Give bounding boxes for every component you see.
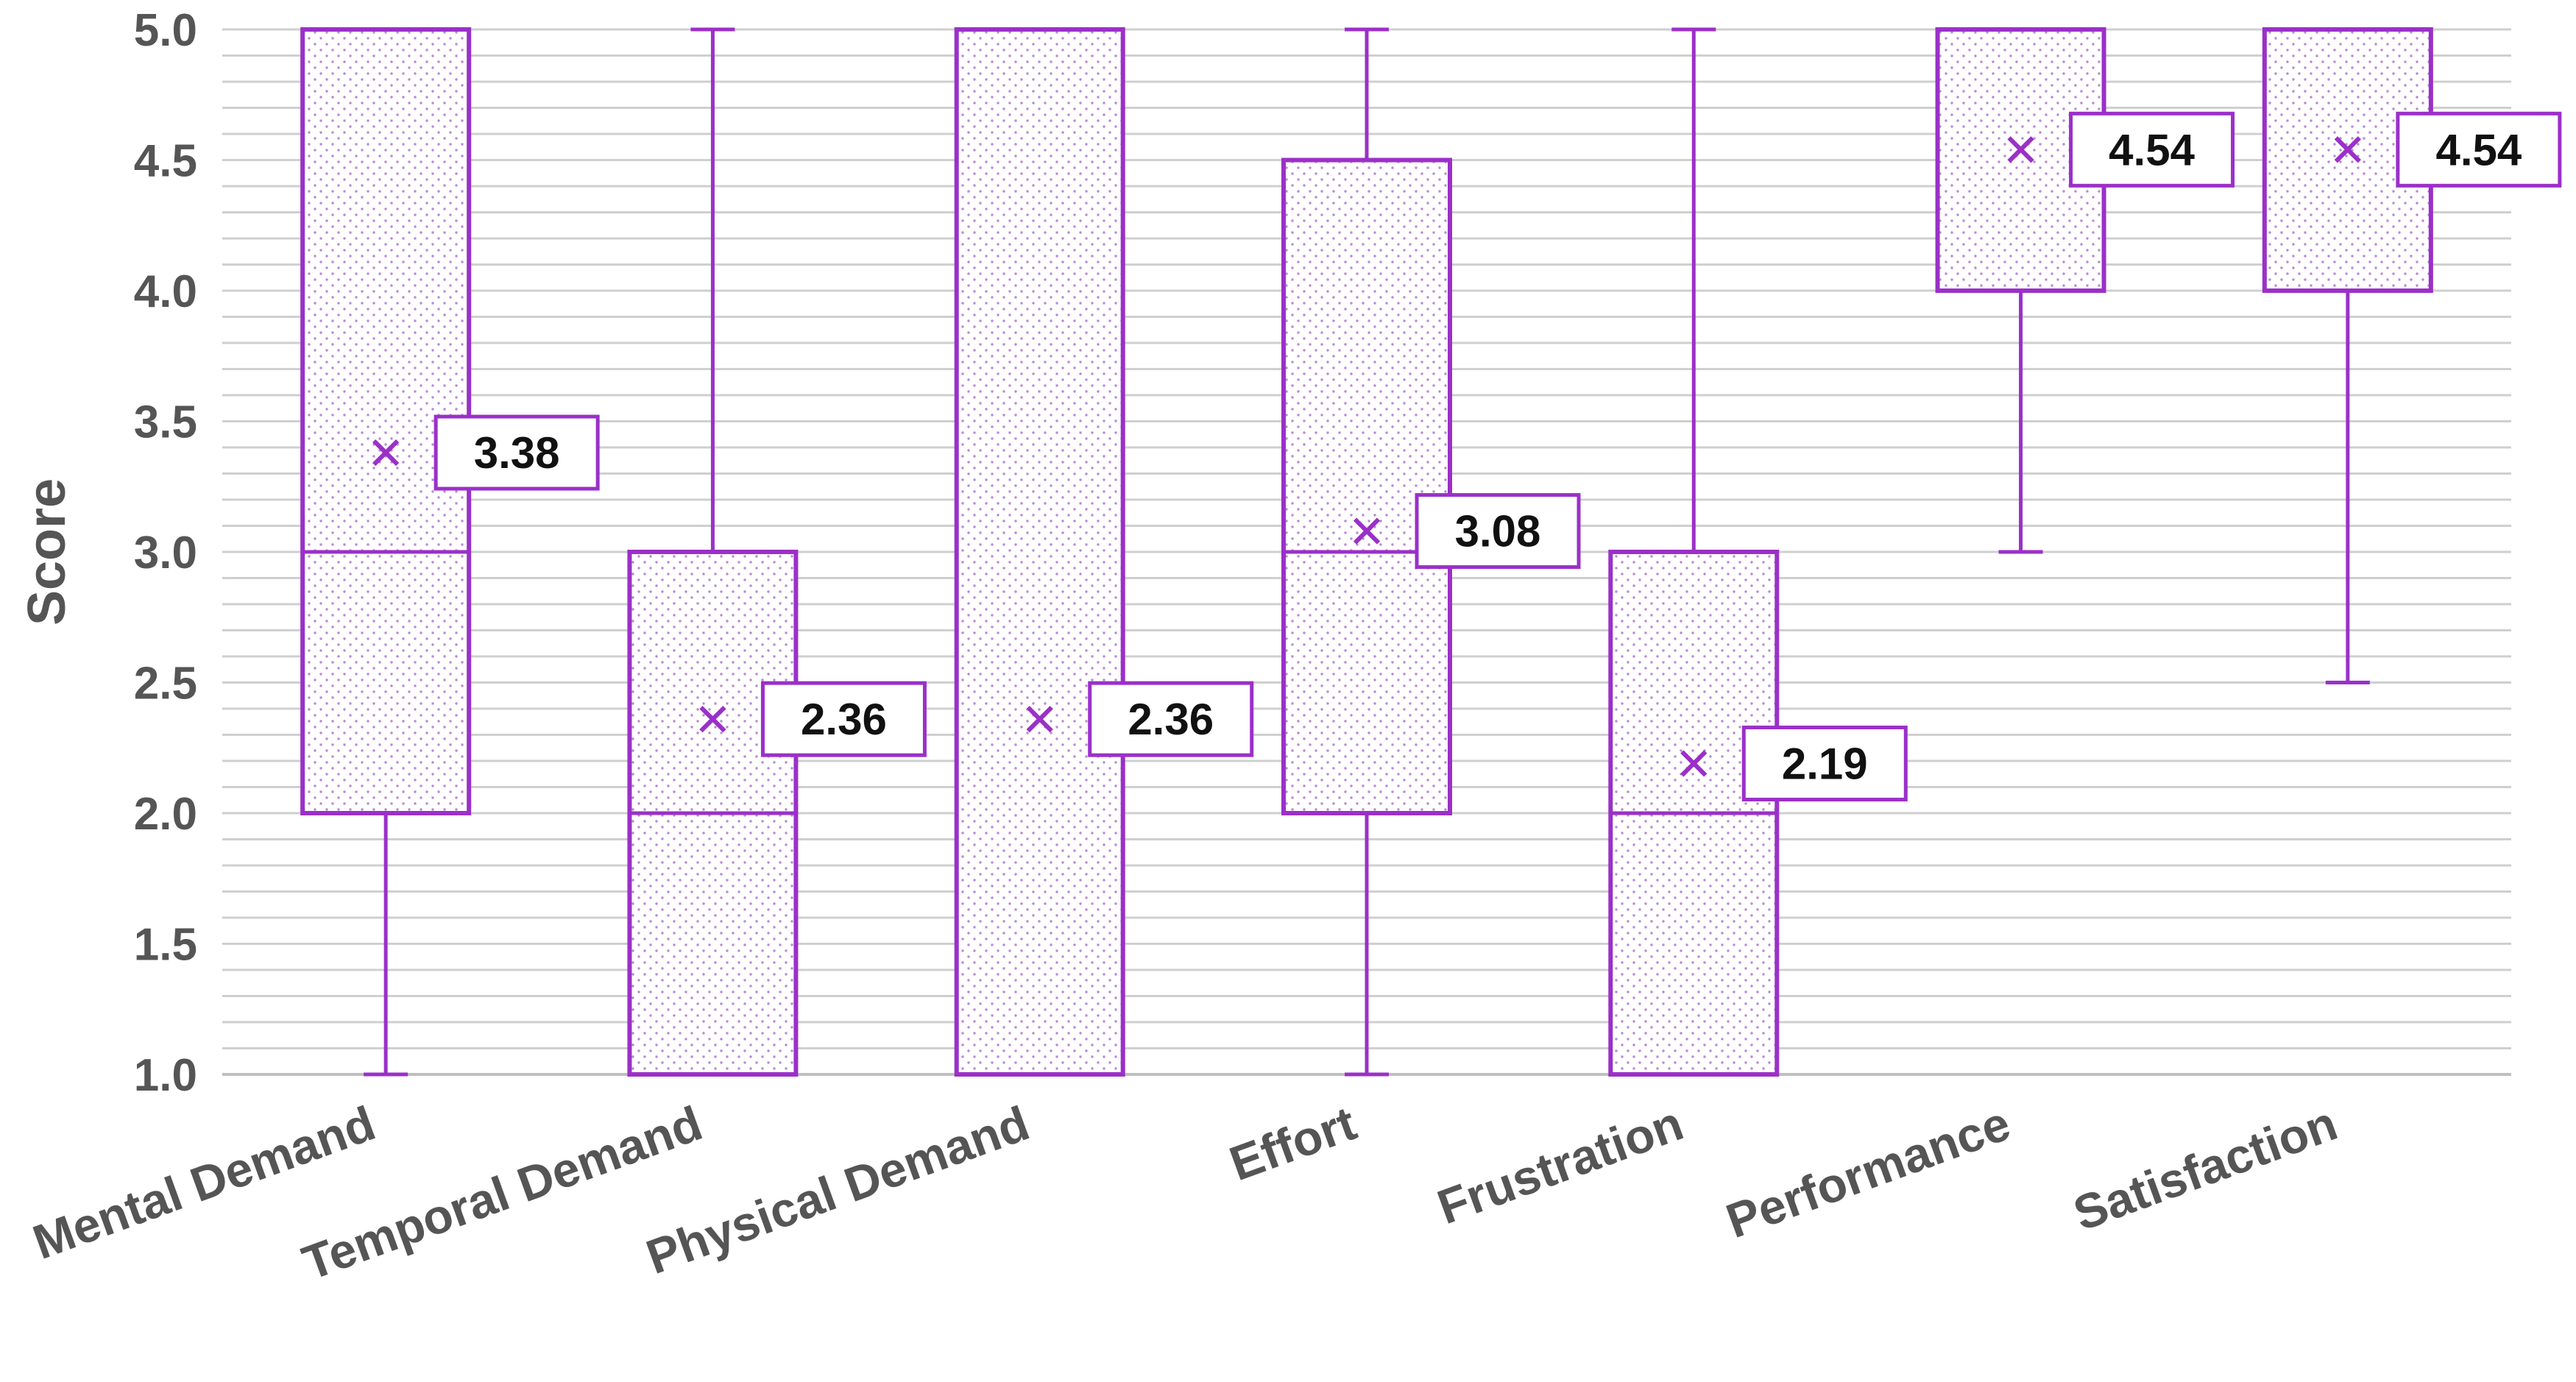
y-tick-label: 2.0 <box>134 789 197 840</box>
mean-label-box <box>760 681 927 757</box>
mean-marker <box>1026 706 1053 733</box>
x-category-label: Performance <box>1719 1096 2017 1249</box>
y-tick-label: 2.5 <box>134 659 197 709</box>
mean-label: 4.54 <box>2109 125 2195 174</box>
box-physical-demand: 2.36 <box>954 27 1254 1077</box>
mean-label-box <box>2396 111 2562 188</box>
box-mental-demand: 3.38 <box>300 27 600 1077</box>
x-category-label: Effort <box>1222 1096 1363 1191</box>
y-tick-label: 4.5 <box>134 136 197 187</box>
mean-label-box <box>2069 111 2235 188</box>
mean-label-box <box>1415 493 1581 570</box>
box-body <box>954 27 1125 1077</box>
box-satisfaction: 4.54 <box>2262 27 2562 684</box>
mean-label: 3.08 <box>1455 507 1541 556</box>
mean-label: 2.36 <box>1128 695 1214 744</box>
box-effort: 3.08 <box>1281 27 1581 1077</box>
y-tick-label: 1.0 <box>134 1050 197 1101</box>
x-category-label: Satisfaction <box>2067 1096 2344 1241</box>
mean-marker <box>2007 136 2034 163</box>
y-tick-label: 5.0 <box>134 5 197 56</box>
y-tick-label: 4.0 <box>134 266 197 317</box>
y-axis-ticks: 1.0 1.5 2.0 2.5 3.0 3.5 4.0 4.5 5.0 <box>134 5 197 1101</box>
mean-label: 2.36 <box>801 695 887 744</box>
mean-marker <box>372 439 400 467</box>
y-tick-label: 3.0 <box>134 528 197 578</box>
mean-label-box <box>1088 681 1254 757</box>
x-category-label: Frustration <box>1430 1096 1690 1235</box>
box-performance: 4.54 <box>1935 27 2235 554</box>
mean-marker <box>1680 750 1708 777</box>
box-frustration: 2.19 <box>1608 27 1908 1077</box>
mean-label-box <box>1741 726 1908 802</box>
mean-marker <box>2334 136 2361 163</box>
y-axis-title: Score <box>18 478 77 626</box>
y-tick-label: 3.5 <box>134 397 197 448</box>
mean-marker <box>699 706 726 733</box>
mean-marker <box>1353 517 1381 545</box>
boxes: 3.38 2.36 2.36 3.08 2.19 4.54 4.54 <box>300 27 2562 1077</box>
mean-label: 3.38 <box>474 428 560 478</box>
box-body <box>1281 157 1452 815</box>
mean-label-box <box>434 414 600 491</box>
y-tick-label: 1.5 <box>134 920 197 971</box>
box-temporal-demand: 2.36 <box>627 27 927 1077</box>
mean-label: 4.54 <box>2435 125 2522 174</box>
mean-label: 2.19 <box>1782 740 1868 789</box>
